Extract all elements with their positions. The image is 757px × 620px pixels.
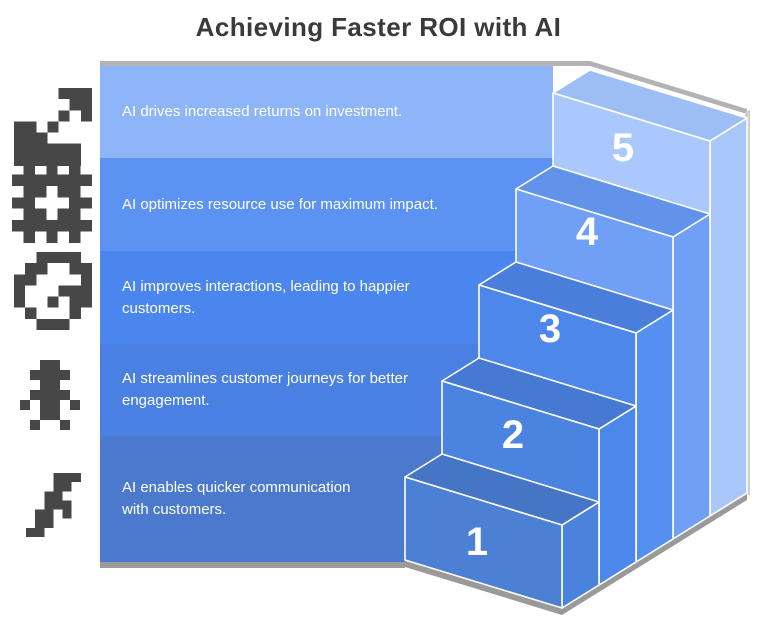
chat-communication-icon (26, 473, 81, 537)
gear-icon (12, 163, 92, 243)
step-5-front-face (552, 92, 711, 517)
benefit-text: AI optimizes resource use for maximum im… (122, 195, 438, 213)
step-5-number: 5 (612, 126, 634, 170)
benefit-text: AI improves interactions, leading to hap… (122, 277, 410, 317)
benefit-text: AI drives increased returns on investmen… (122, 103, 403, 120)
step-1-side-face (561, 501, 600, 609)
benefit-row-3: AI improves interactions, leading to hap… (100, 251, 553, 344)
customer-satisfaction-icon (14, 252, 92, 330)
step-3-side-face (635, 309, 674, 563)
bottom-shadow-diagonal (562, 493, 747, 615)
benefits-panel: AI drives increased returns on investmen… (100, 66, 553, 562)
step-5-side-face (709, 117, 748, 517)
benefit-text: AI enables quicker communication with cu… (122, 479, 351, 518)
benefit-text: AI streamlines customer journeys for bet… (122, 370, 408, 409)
right-shadow-edge (745, 110, 750, 496)
step-5: 5 (552, 69, 748, 517)
step-2-side-face (598, 405, 637, 586)
step-4-side-face (672, 213, 711, 540)
benefit-row-2: AI streamlines customer journeys for bet… (100, 344, 553, 436)
growth-chart-icon (14, 88, 92, 166)
step-5-top-face (552, 69, 748, 142)
benefit-row-5: AI drives increased returns on investmen… (100, 66, 553, 158)
page-title: Achieving Faster ROI with AI (195, 12, 562, 42)
bottom-shadow-panel (100, 562, 405, 568)
bottom-shadow-step1 (405, 560, 562, 615)
step-4-number: 4 (576, 210, 599, 254)
customer-journey-icon (20, 360, 80, 430)
benefit-row-1: AI enables quicker communication with cu… (100, 436, 553, 562)
benefit-row-4: AI optimizes resource use for maximum im… (100, 158, 553, 251)
